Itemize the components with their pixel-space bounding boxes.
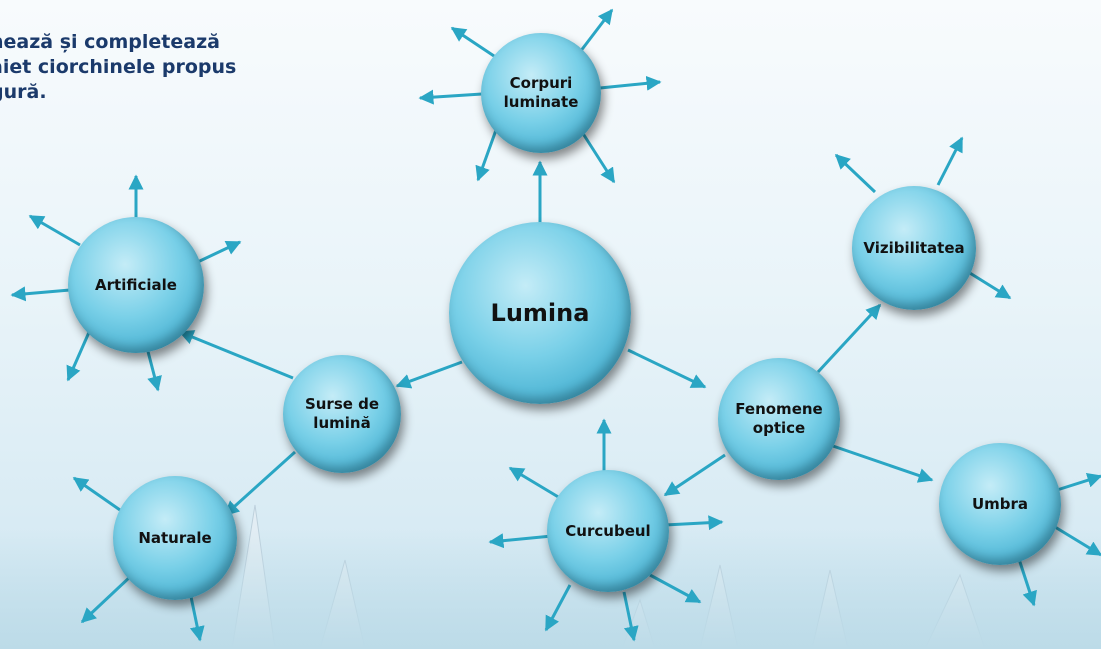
node-artificiale: Artificiale	[68, 217, 204, 353]
node-label: Curcubeul	[565, 521, 651, 540]
node-label: Fenomene optice	[735, 400, 823, 437]
node-naturale: Naturale	[113, 476, 237, 600]
node-label: Corpuri luminate	[503, 74, 579, 111]
node-label: Artificiale	[95, 275, 177, 294]
node-curcubeul: Curcubeul	[547, 470, 669, 592]
node-lumina: Lumina	[449, 222, 631, 404]
node-label: Vizibilitatea	[863, 238, 965, 257]
instruction-text: nează și completează aiet ciorchinele pr…	[0, 31, 237, 103]
node-label: Surse de lumină	[304, 395, 380, 432]
node-umbra: Umbra	[939, 443, 1061, 565]
node-fenomene-optice: Fenomene optice	[718, 358, 840, 480]
node-label: Naturale	[138, 528, 212, 547]
node-label: Lumina	[490, 299, 590, 327]
node-vizibilitatea: Vizibilitatea	[852, 186, 976, 310]
node-label: Umbra	[971, 494, 1029, 513]
node-corpuri-luminate: Corpuri luminate	[481, 33, 601, 153]
node-surse-de-lumina: Surse de lumină	[283, 355, 401, 473]
